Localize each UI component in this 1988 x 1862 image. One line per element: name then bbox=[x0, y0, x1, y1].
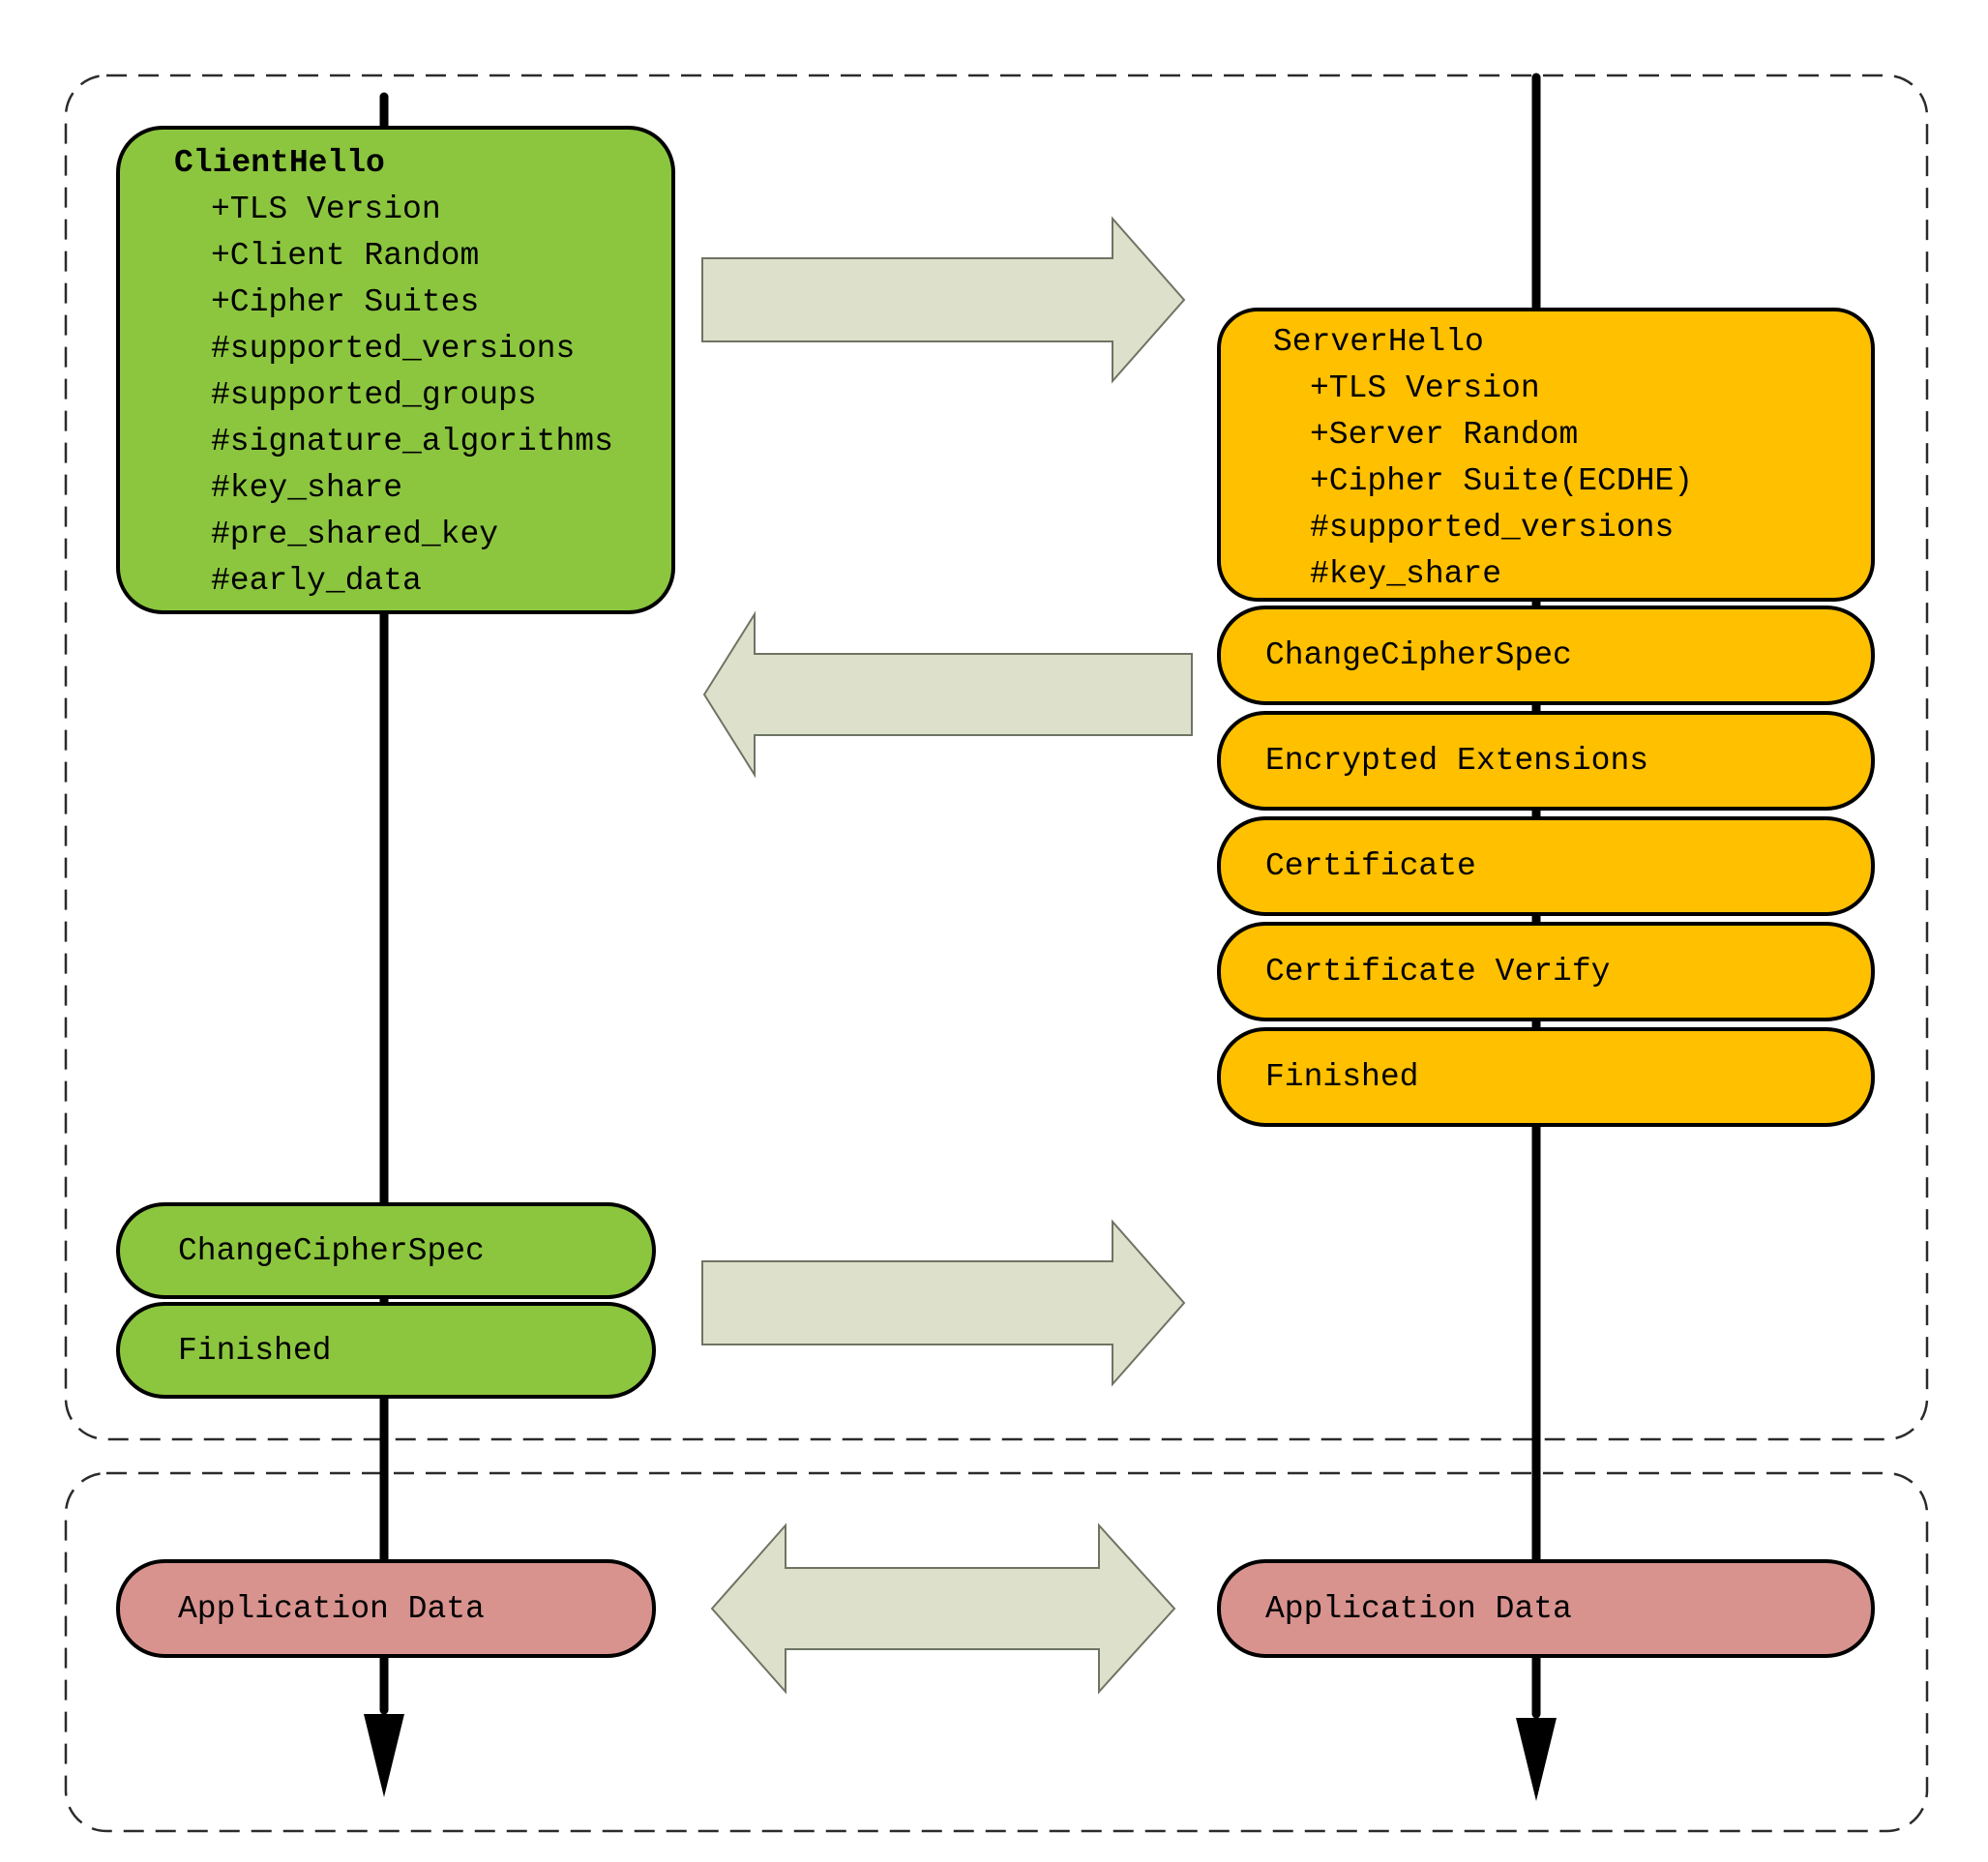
server-to-client-arrow bbox=[702, 610, 1193, 779]
hello-item: #signature_algorithms bbox=[211, 424, 613, 459]
client-application-data-pill: Application Data bbox=[116, 1559, 656, 1658]
hello-item: +Server Random bbox=[1310, 417, 1579, 453]
hello-item: #pre_shared_key bbox=[211, 517, 499, 552]
hello-item: +Cipher Suite(ECDHE) bbox=[1310, 463, 1694, 499]
client-to-server-arrow-top bbox=[701, 216, 1186, 384]
hello-item: #key_share bbox=[211, 470, 403, 506]
hello-item: #supported_groups bbox=[211, 377, 537, 413]
client-finished-pill: Finished bbox=[116, 1302, 656, 1399]
server-finished-label: Finished bbox=[1265, 1059, 1419, 1095]
hello-item: #supported_versions bbox=[211, 331, 576, 367]
hello-item: #key_share bbox=[1310, 556, 1502, 592]
hello-item: #supported_versions bbox=[1310, 510, 1675, 546]
server-encrypted-extensions-label: Encrypted Extensions bbox=[1265, 743, 1649, 779]
application-data-phase-container bbox=[64, 1471, 1929, 1833]
server-certificate-label: Certificate bbox=[1265, 848, 1476, 884]
server-hello-extensions: +TLS Version +Server Random +Cipher Suite(… bbox=[1273, 366, 1871, 598]
hello-item: +Cipher Suites bbox=[211, 284, 480, 320]
client-hello-extensions: +TLS Version +Client Random +Cipher Suites… bbox=[174, 187, 671, 605]
server-change-cipher-spec-label: ChangeCipherSpec bbox=[1265, 637, 1572, 673]
hello-item: +TLS Version bbox=[1310, 370, 1540, 406]
server-application-data-label: Application Data bbox=[1265, 1590, 1572, 1627]
client-change-cipher-spec-label: ChangeCipherSpec bbox=[178, 1232, 485, 1269]
client-change-cipher-spec-pill: ChangeCipherSpec bbox=[116, 1202, 656, 1299]
client-lifeline-arrowhead bbox=[364, 1714, 404, 1797]
server-encrypted-extensions-pill: Encrypted Extensions bbox=[1217, 711, 1875, 811]
client-to-server-arrow-bottom bbox=[701, 1219, 1186, 1387]
hello-item: +TLS Version bbox=[211, 192, 441, 227]
hello-item: +Client Random bbox=[211, 238, 480, 274]
bidirectional-application-data-arrow bbox=[710, 1522, 1176, 1695]
server-finished-pill: Finished bbox=[1217, 1027, 1875, 1127]
server-certificate-pill: Certificate bbox=[1217, 816, 1875, 916]
server-change-cipher-spec-pill: ChangeCipherSpec bbox=[1217, 606, 1875, 705]
client-finished-label: Finished bbox=[178, 1332, 332, 1369]
server-application-data-pill: Application Data bbox=[1217, 1559, 1875, 1658]
server-hello-box: ServerHello +TLS Version +Server Random +C… bbox=[1217, 308, 1875, 602]
client-hello-title: ClientHello bbox=[174, 145, 385, 181]
server-certificate-verify-pill: Certificate Verify bbox=[1217, 922, 1875, 1021]
client-hello-box: ClientHello +TLS Version +Client Random +C… bbox=[116, 126, 675, 614]
client-application-data-label: Application Data bbox=[178, 1590, 485, 1627]
hello-item: #early_data bbox=[211, 563, 422, 599]
server-lifeline-arrowhead bbox=[1516, 1718, 1557, 1801]
server-hello-title: ServerHello bbox=[1273, 324, 1484, 360]
server-certificate-verify-label: Certificate Verify bbox=[1265, 954, 1611, 990]
